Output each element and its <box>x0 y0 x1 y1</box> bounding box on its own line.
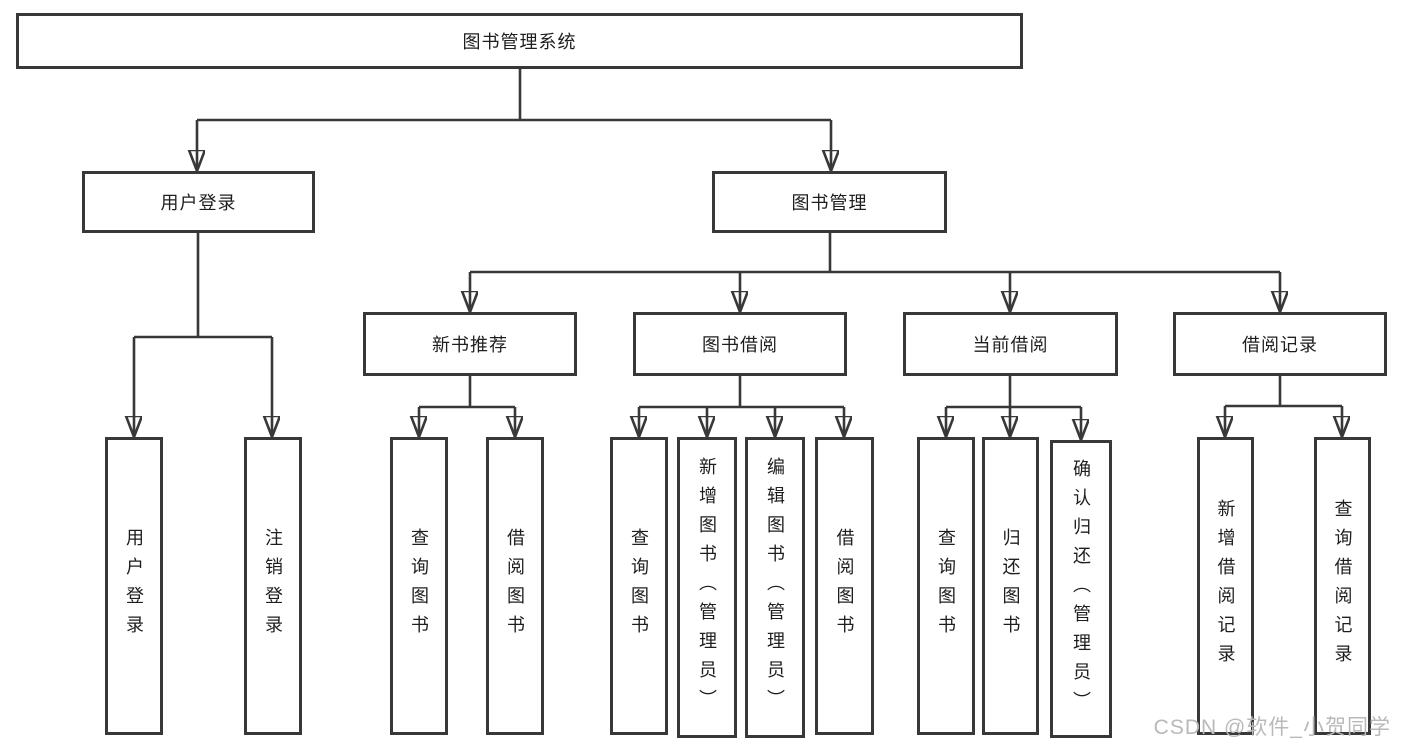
leaf-query-book-current: 查询图书 <box>917 437 975 735</box>
leaf-query-book-borrow-label: 查询图书 <box>629 528 649 644</box>
node-user-login: 用户登录 <box>82 171 315 233</box>
node-new-book-recommend-label: 新书推荐 <box>432 335 508 355</box>
node-book-management-label: 图书管理 <box>791 193 868 213</box>
node-book-borrow-label: 图书借阅 <box>702 335 778 355</box>
leaf-add-borrow-record: 新增借阅记录 <box>1197 437 1254 735</box>
leaf-return-book: 归还图书 <box>982 437 1039 735</box>
node-borrow-records: 借阅记录 <box>1173 312 1387 376</box>
leaf-logout: 注销登录 <box>244 437 302 735</box>
leaf-add-book-admin: 新增图书（管理员） <box>677 437 737 738</box>
node-root: 图书管理系统 <box>16 13 1023 69</box>
leaf-borrow-book-label: 借阅图书 <box>834 528 855 644</box>
csdn-watermark: CSDN @软件_小贺同学 <box>1153 716 1391 739</box>
leaf-user-login: 用户登录 <box>105 437 163 735</box>
leaf-query-book-current-label: 查询图书 <box>936 528 956 644</box>
node-current-borrow: 当前借阅 <box>903 312 1118 376</box>
leaf-query-borrow-record-label: 查询借阅记录 <box>1332 499 1353 673</box>
leaf-borrow-book-recommend: 借阅图书 <box>486 437 544 735</box>
leaf-query-book-borrow: 查询图书 <box>610 437 668 735</box>
node-new-book-recommend: 新书推荐 <box>363 312 577 376</box>
leaf-logout-label: 注销登录 <box>263 528 283 644</box>
node-root-label: 图书管理系统 <box>462 32 577 52</box>
leaf-confirm-return-admin: 确认归还（管理员） <box>1050 440 1112 738</box>
leaf-return-book-label: 归还图书 <box>1000 528 1021 644</box>
node-current-borrow-label: 当前借阅 <box>972 335 1049 355</box>
leaf-user-login-label: 用户登录 <box>124 528 144 644</box>
node-user-login-label: 用户登录 <box>160 193 237 213</box>
leaf-borrow-book: 借阅图书 <box>815 437 874 735</box>
leaf-query-book-recommend-label: 查询图书 <box>409 528 429 644</box>
node-borrow-records-label: 借阅记录 <box>1242 335 1318 355</box>
node-book-management: 图书管理 <box>712 171 947 233</box>
node-book-borrow: 图书借阅 <box>633 312 847 376</box>
leaf-confirm-return-admin-label: 确认归还（管理员） <box>1071 458 1091 720</box>
leaf-edit-book-admin: 编辑图书（管理员） <box>745 437 805 738</box>
leaf-add-borrow-record-label: 新增借阅记录 <box>1215 499 1236 673</box>
leaf-edit-book-admin-label: 编辑图书（管理员） <box>765 457 785 718</box>
leaf-borrow-book-recommend-label: 借阅图书 <box>505 528 525 644</box>
leaf-query-borrow-record: 查询借阅记录 <box>1314 437 1371 735</box>
leaf-query-book-recommend: 查询图书 <box>390 437 448 735</box>
leaf-add-book-admin-label: 新增图书（管理员） <box>697 457 717 718</box>
